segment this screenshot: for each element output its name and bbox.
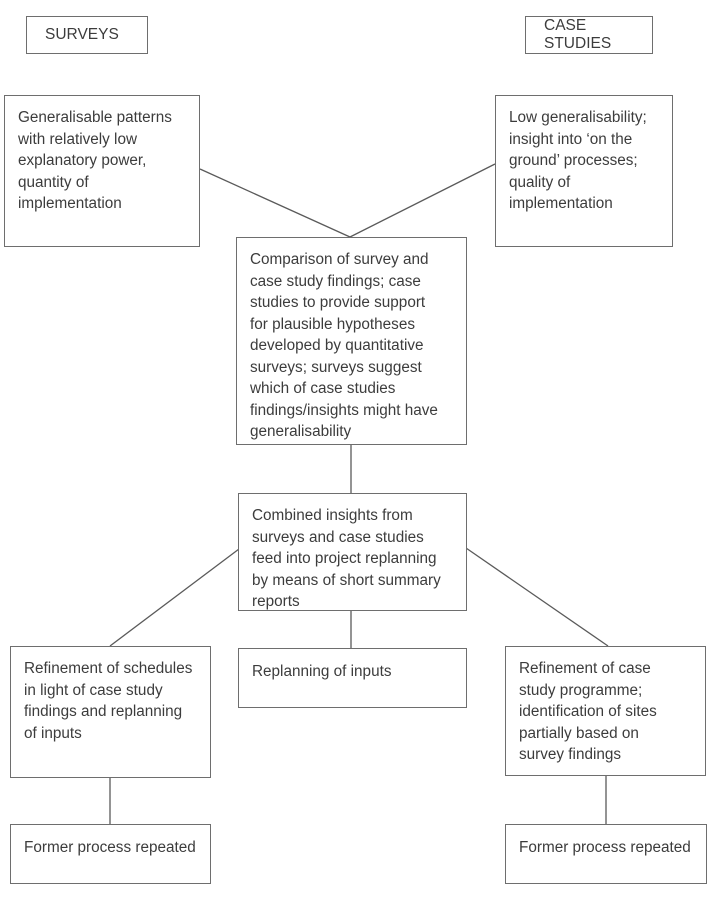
node-surveys-traits: Generalisable patterns with relatively l… [4,95,200,247]
node-comparison: Comparison of survey and case study find… [236,237,467,445]
header-box-case-studies: CASE STUDIES [525,16,653,54]
connector-case-studies-to-comparison [349,163,496,238]
connector-surveys-to-comparison [199,168,351,238]
node-replanning-of-inputs: Replanning of inputs [238,648,467,708]
node-refinement-of-case-study-programme: Refinement of case study programme; iden… [505,646,706,776]
header-surveys-inner: SURVEYS [27,17,147,53]
header-box-surveys: SURVEYS [26,16,148,54]
connector-combined-to-refinement-schedules [109,548,240,647]
node-former-process-repeated-left: Former process repeated [10,824,211,884]
node-combined-insights-text: Combined insights from surveys and case … [252,507,441,610]
node-refinement-of-schedules-text: Refinement of schedules in light of case… [24,660,193,742]
node-former-process-repeated-right-text: Former process repeated [519,839,691,856]
connector-combined-to-refinement-case-study [465,547,609,647]
node-refinement-of-case-study-programme-text: Refinement of case study programme; iden… [519,660,657,763]
node-former-process-repeated-right: Former process repeated [505,824,707,884]
node-combined-insights: Combined insights from surveys and case … [238,493,467,611]
node-replanning-of-inputs-text: Replanning of inputs [252,663,392,680]
node-comparison-text: Comparison of survey and case study find… [250,251,438,440]
node-case-study-traits: Low generalisability; insight into ‘on t… [495,95,673,247]
node-case-study-traits-text: Low generalisability; insight into ‘on t… [509,109,647,212]
header-surveys-label: SURVEYS [45,26,119,43]
header-case-studies-inner: CASE STUDIES [526,17,652,53]
header-case-studies-label: CASE STUDIES [544,17,612,52]
node-refinement-of-schedules: Refinement of schedules in light of case… [10,646,211,778]
node-surveys-traits-text: Generalisable patterns with relatively l… [18,109,172,212]
node-former-process-repeated-left-text: Former process repeated [24,839,196,856]
